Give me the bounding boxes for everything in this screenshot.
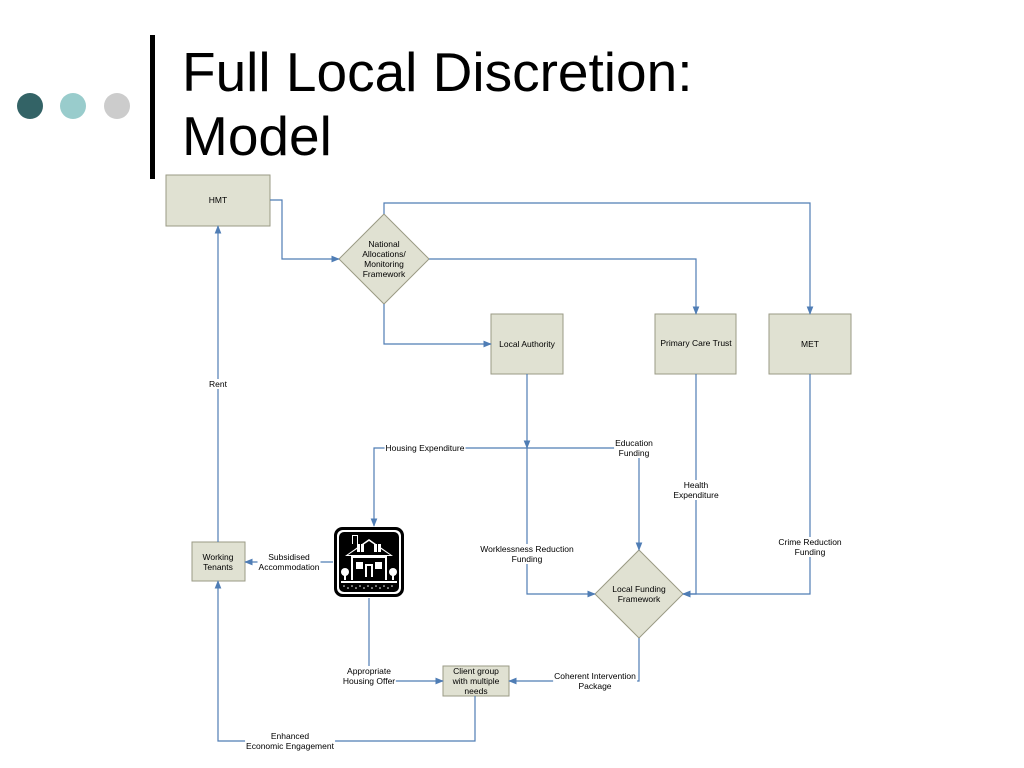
bullet-dot-grey xyxy=(104,93,130,119)
edge-national-to-local-authority xyxy=(383,304,492,348)
edge-education-funding xyxy=(553,447,643,551)
label-hmt: HMT xyxy=(208,195,228,205)
label-education-funding: Education Funding xyxy=(614,438,654,458)
edge-housing-expenditure xyxy=(370,447,553,527)
label-working-tenants: Working Tenants xyxy=(202,552,234,572)
label-enhanced-economic-engagement: Enhanced Economic Engagement xyxy=(245,731,335,751)
label-local-authority: Local Authority xyxy=(499,339,555,349)
label-health-expenditure: Health Expenditure xyxy=(672,480,720,500)
title-accent-bar xyxy=(150,35,155,179)
label-coherent-intervention-package: Coherent Intervention Package xyxy=(553,671,637,691)
bullet-dot-dark xyxy=(17,93,43,119)
label-crime-reduction-funding: Crime Reduction Funding xyxy=(777,537,843,557)
label-client-group: Client group with multiple needs xyxy=(452,666,500,696)
edge-coherent-package xyxy=(508,638,640,685)
bullet-dot-teal xyxy=(60,93,86,119)
edge-national-to-met xyxy=(383,202,814,315)
edge-national-to-pct xyxy=(429,258,700,315)
house-icon xyxy=(334,527,404,597)
label-worklessness-funding: Worklessness Reduction Funding xyxy=(479,544,575,564)
label-primary-care-trust: Primary Care Trust xyxy=(660,338,732,348)
label-met: MET xyxy=(801,339,819,349)
label-appropriate-housing-offer: Appropriate Housing Offer xyxy=(341,666,397,686)
label-national-framework: National Allocations/ Monitoring Framewo… xyxy=(362,239,406,279)
label-housing-expenditure: Housing Expenditure xyxy=(384,443,466,453)
node-local-authority xyxy=(490,313,564,375)
node-client-group xyxy=(442,665,510,697)
node-hmt xyxy=(165,174,271,227)
edge-crime-reduction xyxy=(682,374,811,598)
label-rent: Rent xyxy=(208,379,228,389)
slide-title: Full Local Discretion: Model xyxy=(182,41,693,167)
label-subsidised-accommodation: Subsidised Accommodation xyxy=(257,552,321,572)
edge-enhanced-engagement xyxy=(214,580,476,742)
label-local-funding-framework: Local Funding Framework xyxy=(612,584,666,604)
edge-hmt-to-national xyxy=(270,199,340,263)
